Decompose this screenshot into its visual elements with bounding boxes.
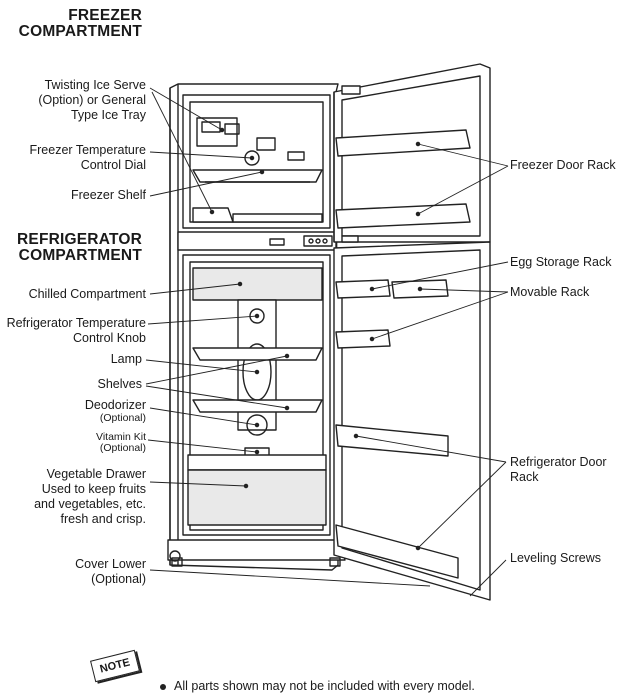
twisting-ice-label: Twisting Ice Serve (Option) or General T… [38, 78, 146, 122]
bullet-icon [160, 683, 166, 690]
shelves-label: Shelves [97, 377, 142, 391]
note-text: All parts shown may not be included with… [160, 679, 475, 693]
freezer-door [333, 63, 491, 243]
refrigerator-temperature-label: Refrigerator Temperature Control Knob [6, 316, 146, 345]
freezer-door-rack-label: Freezer Door Rack [510, 158, 616, 172]
refrigerator-door [333, 85, 491, 601]
refrigerator-door-rack-label: Refrigerator Door Rack [510, 455, 607, 484]
freezer-interior [192, 117, 323, 223]
egg-storage-rack-label: Egg Storage Rack [510, 255, 612, 269]
vitamin-kit-label: Vitamin Kit (Optional) [96, 431, 146, 454]
chilled-compartment-label: Chilled Compartment [28, 287, 146, 301]
leader-lines [145, 87, 509, 597]
lamp-label: Lamp [110, 352, 142, 366]
freezer-heading: FREEZER COMPARTMENT [18, 7, 142, 40]
vegetable-drawer-label: Vegetable Drawer Used to keep fruits and… [34, 467, 146, 526]
freezer-shelf-label: Freezer Shelf [70, 188, 146, 202]
movable-rack-label: Movable Rack [510, 285, 590, 299]
cover-lower-label: Cover Lower (Optional) [75, 557, 146, 586]
leveling-screws-label: Leveling Screws [510, 551, 602, 565]
refrigerator-interior [187, 267, 327, 526]
freezer-temperature-label: Freezer Temperature Control Dial [29, 143, 147, 172]
refrigerator-heading: REFRIGERATOR COMPARTMENT [17, 231, 142, 264]
deodorizer-label: Deodorizer (Optional) [84, 398, 146, 424]
